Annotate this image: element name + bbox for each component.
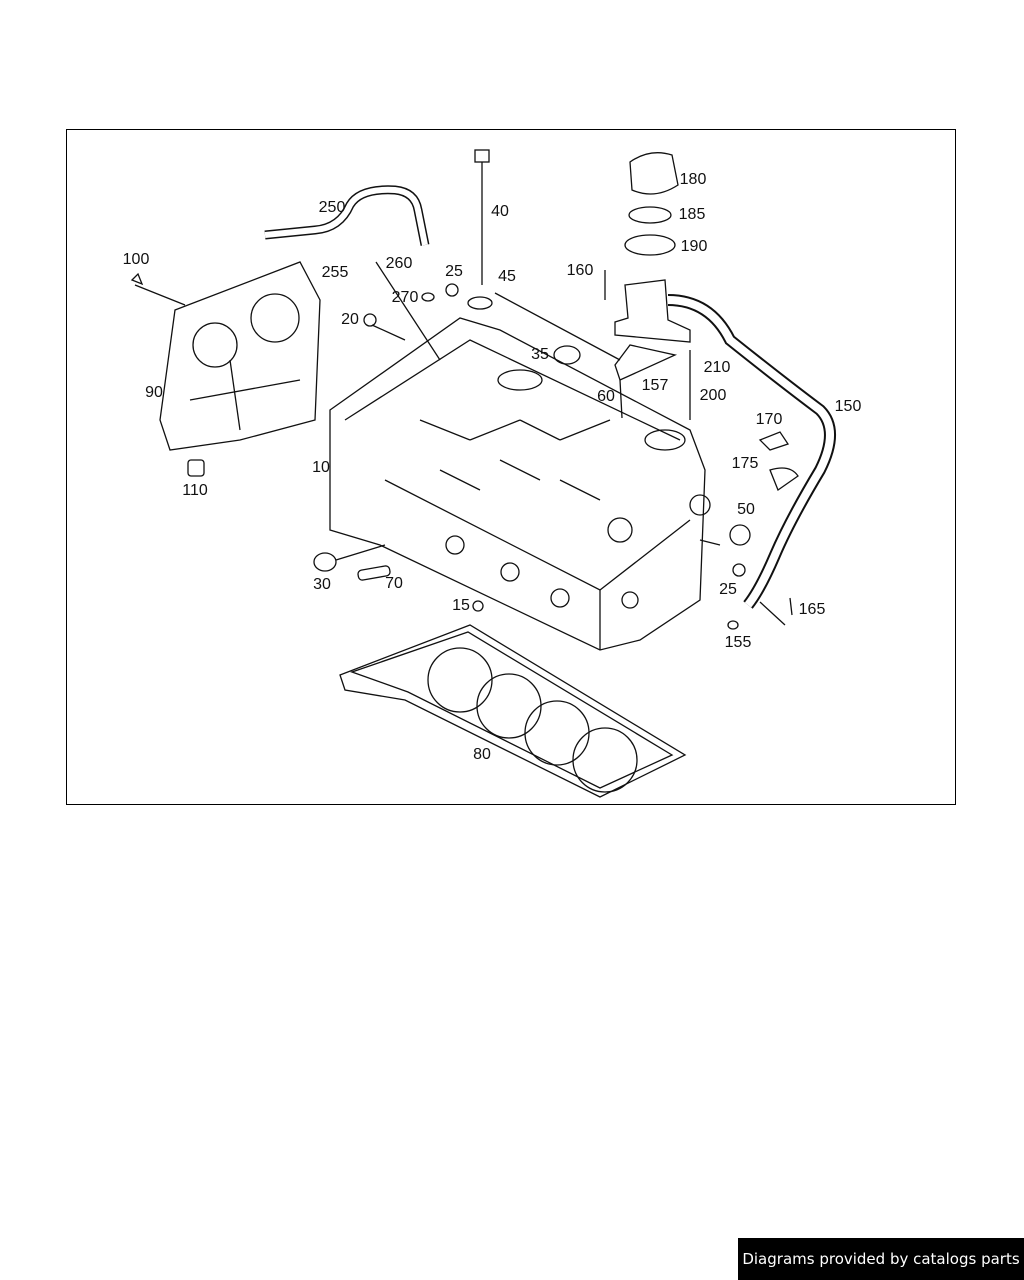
callout-180: 180 [679, 171, 707, 188]
callout-175: 175 [731, 455, 759, 472]
callout-190: 190 [680, 238, 708, 255]
washer-155 [727, 620, 739, 630]
plug-50 [729, 524, 751, 546]
callout-165: 165 [798, 601, 826, 618]
cap-180 [629, 152, 679, 195]
bolt-100 [130, 272, 186, 306]
clips-170-175 [758, 431, 799, 492]
callout-35: 35 [531, 346, 549, 363]
callout-45: 45 [498, 268, 516, 285]
callout-160: 160 [566, 262, 594, 279]
callout-110: 110 [182, 482, 208, 499]
callout-80: 80 [473, 746, 491, 763]
ring-35 [553, 345, 581, 365]
callout-25: 25 [445, 263, 463, 280]
callout-15: 15 [452, 597, 470, 614]
dowel-70 [357, 565, 391, 581]
cylinder-head [329, 317, 711, 651]
callout-170: 170 [755, 411, 783, 428]
gasket-157 [614, 344, 678, 381]
callout-260: 260 [385, 255, 413, 272]
bolt-40 [474, 149, 490, 285]
callout-100: 100 [122, 251, 150, 268]
callout-10: 10 [312, 459, 330, 476]
callout-25b: 25 [719, 581, 737, 598]
callout-210: 210 [703, 359, 731, 376]
callout-270: 270 [391, 289, 419, 306]
ring-185 [628, 206, 672, 224]
housing-160 [614, 279, 691, 343]
callout-30: 30 [313, 576, 331, 593]
footer-credit: Diagrams provided by catalogs parts [738, 1238, 1024, 1280]
seal-30 [313, 552, 337, 572]
ring-190 [624, 234, 676, 256]
callout-200: 200 [699, 387, 727, 404]
plug-110 [187, 459, 205, 477]
callout-60: 60 [597, 388, 615, 405]
callout-150: 150 [834, 398, 862, 415]
callout-185: 185 [678, 206, 706, 223]
callout-20: 20 [341, 311, 359, 328]
callout-255: 255 [321, 264, 349, 281]
diagram-frame [66, 129, 956, 805]
callout-155: 155 [724, 634, 752, 651]
callout-157: 157 [641, 377, 669, 394]
callout-250: 250 [318, 199, 346, 216]
timing-cover [159, 261, 321, 451]
washer-45 [467, 296, 493, 310]
head-gasket-80 [339, 624, 687, 798]
callout-70: 70 [385, 575, 403, 592]
callout-40: 40 [491, 203, 509, 220]
callout-50: 50 [737, 501, 755, 518]
callout-90: 90 [145, 384, 163, 401]
